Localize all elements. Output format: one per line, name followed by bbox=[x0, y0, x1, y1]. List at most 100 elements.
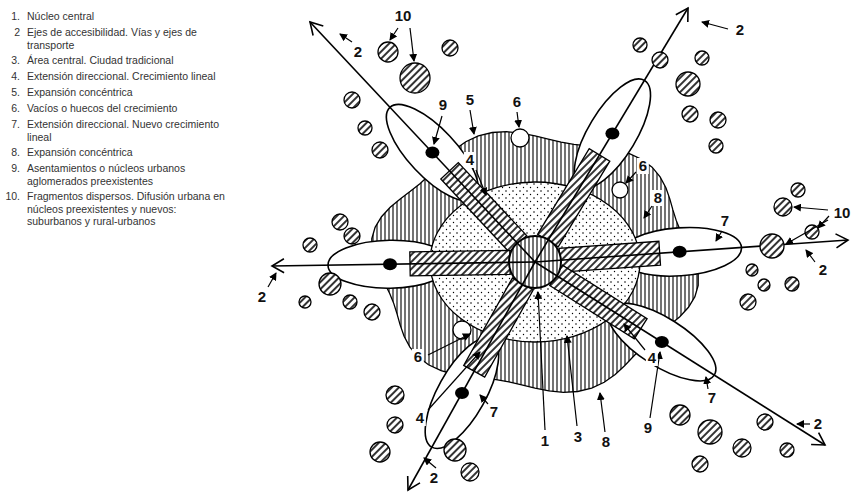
callout-number: 4 bbox=[414, 410, 426, 426]
legend-text: Área central. Ciudad tradicional bbox=[27, 54, 232, 67]
leader-line bbox=[480, 395, 488, 404]
dispersed-fragment bbox=[378, 42, 398, 62]
leader-line bbox=[794, 207, 828, 210]
fragment-ground bbox=[344, 92, 360, 108]
fragment-ground bbox=[676, 72, 700, 96]
leader-line bbox=[806, 250, 815, 262]
legend-text: Vacíos o huecos del crecimiento bbox=[27, 102, 232, 115]
leader-line bbox=[702, 22, 728, 29]
callout-number: 1 bbox=[539, 433, 551, 449]
callout-number: 10 bbox=[832, 205, 853, 221]
dispersed-fragment bbox=[299, 296, 311, 308]
leader-line bbox=[428, 334, 470, 355]
legend-number: 6. bbox=[0, 102, 20, 115]
fragment-ground bbox=[400, 63, 430, 93]
legend-text: Expansión concéntrica bbox=[27, 86, 232, 99]
legend-number: 10. bbox=[0, 190, 20, 203]
fragment-ground bbox=[364, 304, 380, 320]
dispersed-fragment bbox=[785, 277, 799, 291]
leader-line bbox=[626, 172, 636, 183]
fragment-ground bbox=[370, 442, 390, 462]
axis-arrowhead bbox=[676, 8, 688, 22]
legend-text: Ejes de accesibilidad. Vías y ejes de tr… bbox=[27, 26, 232, 51]
dispersed-fragment bbox=[676, 72, 700, 96]
dispersed-fragment bbox=[760, 234, 784, 258]
callout-number: 7 bbox=[488, 404, 500, 420]
dispersed-fragment bbox=[387, 417, 403, 433]
fragment-ground bbox=[442, 40, 458, 56]
legend-number: 2 bbox=[0, 26, 20, 39]
growth-void bbox=[453, 321, 471, 339]
legend-text: Núcleo central bbox=[27, 10, 232, 23]
fragment-ground bbox=[372, 142, 388, 158]
dispersed-fragment bbox=[740, 294, 756, 310]
axis-arrowhead bbox=[408, 476, 420, 490]
axis-arrowhead bbox=[310, 22, 323, 36]
fragment-ground bbox=[740, 294, 756, 310]
transport-axis bbox=[408, 262, 535, 490]
fragment-ground bbox=[378, 42, 398, 62]
callout-number: 8 bbox=[652, 190, 664, 206]
fragment-ground bbox=[633, 38, 647, 52]
dispersed-fragment bbox=[633, 38, 647, 52]
leader-line bbox=[600, 393, 605, 432]
callout-number: 5 bbox=[464, 92, 476, 108]
legend-number: 3. bbox=[0, 54, 20, 67]
fragment-ground bbox=[791, 183, 805, 197]
callout-number: 2 bbox=[428, 470, 440, 486]
dispersed-fragment bbox=[442, 40, 458, 56]
axis-arrowhead bbox=[272, 259, 284, 273]
fragment-ground bbox=[670, 405, 690, 425]
fragment-ground bbox=[461, 463, 479, 481]
fragment-ground bbox=[332, 214, 348, 230]
callout-number: 9 bbox=[437, 97, 449, 113]
drawing-layer bbox=[268, 8, 848, 490]
dispersed-fragment bbox=[791, 183, 805, 197]
dispersed-fragment bbox=[344, 92, 360, 108]
callout-number: 8 bbox=[600, 434, 612, 450]
leader-line bbox=[470, 110, 474, 134]
fragment-ground bbox=[303, 238, 317, 252]
callout-number: 2 bbox=[812, 416, 824, 432]
fragment-ground bbox=[709, 139, 723, 153]
fragment-ground bbox=[780, 443, 794, 457]
legend-text: Extensión direccional. Crecimiento linea… bbox=[27, 70, 232, 83]
dispersed-fragment bbox=[692, 456, 708, 472]
callout-number: 2 bbox=[734, 22, 746, 38]
dispersed-fragment bbox=[695, 51, 709, 65]
legend-number: 7. bbox=[0, 118, 20, 131]
callout-number: 6 bbox=[637, 158, 649, 174]
fragment-ground bbox=[692, 456, 708, 472]
fragment-ground bbox=[343, 295, 357, 309]
leader-line bbox=[434, 116, 442, 144]
dispersed-fragment bbox=[774, 198, 792, 216]
leader-line bbox=[538, 292, 545, 430]
leader-line bbox=[624, 324, 645, 350]
leader-line bbox=[706, 377, 708, 389]
leader-line bbox=[716, 231, 722, 241]
callout-number: 4 bbox=[646, 350, 658, 366]
fragment-ground bbox=[758, 279, 770, 291]
callout-number: 2 bbox=[256, 289, 268, 305]
axis-arrowhead bbox=[836, 234, 849, 248]
dispersed-fragment bbox=[319, 273, 341, 295]
fragment-ground bbox=[299, 296, 311, 308]
leader-line bbox=[428, 352, 480, 410]
leader-line bbox=[476, 170, 486, 195]
leader-line bbox=[517, 112, 519, 127]
callout-number: 6 bbox=[412, 349, 424, 365]
leader-line bbox=[567, 336, 577, 426]
dispersed-fragment bbox=[444, 439, 466, 461]
fragment-ground bbox=[319, 273, 341, 295]
dispersed-fragment bbox=[400, 63, 430, 93]
transport-axis bbox=[535, 240, 848, 262]
callout-number: 10 bbox=[393, 8, 414, 24]
fragment-ground bbox=[386, 386, 404, 404]
dispersed-fragment bbox=[372, 142, 388, 158]
dispersed-fragment bbox=[670, 405, 690, 425]
legend-number: 4. bbox=[0, 70, 20, 83]
leader-line bbox=[390, 28, 398, 40]
dispersed-fragment bbox=[757, 414, 773, 430]
legend-number: 5. bbox=[0, 86, 20, 99]
